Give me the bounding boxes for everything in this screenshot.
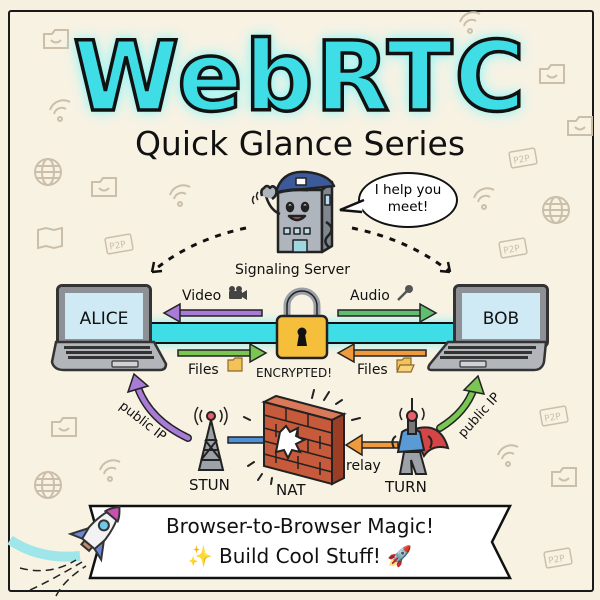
page-subtitle: Quick Glance Series [134,124,466,163]
signaling-arc-right [351,226,451,274]
public-ip-arrow-right [436,374,486,432]
wifi-icon [99,459,121,482]
globe-icon [34,471,62,499]
video-label: Video [182,288,222,304]
bob-keyboard [427,340,548,372]
page-title: WebRTC [71,20,527,134]
nat-label: NAT [276,481,306,499]
video-arrow [162,302,263,324]
folder-face-icon [91,177,117,197]
files-label-right: Files [357,362,388,378]
relay-label: relay [346,458,381,474]
wifi-icon [459,11,481,34]
impact-lines [243,389,361,485]
wifi-icon [473,187,495,210]
p2p-doodle: P2P [109,240,128,253]
folder-icon [227,357,243,372]
folder-face-icon [539,64,565,84]
alice-label: ALICE [79,309,129,329]
video-camera-icon [229,286,247,300]
microphone-icon [397,285,413,301]
bob-laptop: BOB [453,284,549,348]
speech-text-line2: meet! [387,199,429,215]
speech-text-line1: I help you [374,182,442,198]
signaling-arc-left [151,226,247,274]
speech-bubble-tail [339,198,365,214]
bob-label: BOB [482,309,520,329]
folder-face-icon [551,467,577,487]
public-ip-arrow-left [126,372,192,442]
open-folder-icon [396,357,415,373]
alice-laptop: ALICE [56,284,152,348]
globe-icon [542,196,570,224]
alice-screen: ALICE [56,284,152,348]
turn-label: TURN [385,478,427,496]
files-label-left: Files [188,362,219,378]
p2p-doodle: P2P [513,154,532,167]
lock-icon [275,287,329,360]
nat-brick-wall-icon [261,394,347,486]
wifi-icon [49,99,71,122]
stun-tower-icon [194,406,228,471]
files-arrow-to-bob [177,342,268,364]
folder-face-icon [43,29,69,49]
speech-bubble: I help you meet! [358,172,458,228]
globe-icon [34,158,62,186]
folder-face-icon [51,417,77,437]
audio-label: Audio [350,288,390,304]
map-face-icon [37,226,63,250]
banner-line-2: ✨ Build Cool Stuff! 🚀 [187,544,413,568]
signaling-server-label: Signaling Server [235,262,351,278]
stun-label: STUN [189,476,230,494]
wifi-icon [169,184,191,207]
audio-arrow [337,302,438,324]
wifi-icon [497,444,519,467]
p2p-doodle: P2P [548,554,567,567]
banner-line-1: Browser-to-Browser Magic! [165,514,435,538]
rocket-icon [67,505,121,563]
p2p-doodle: P2P [544,412,563,425]
alice-keyboard [50,340,168,372]
relay-arrow [344,433,399,457]
files-arrow-to-alice [336,342,427,364]
folder-face-icon [567,116,593,136]
turn-superhero-icon [391,398,450,475]
server-building-icon [260,170,336,254]
p2p-doodle: P2P [503,244,522,257]
encrypted-label: ENCRYPTED! [256,366,333,380]
bob-screen: BOB [453,284,549,348]
